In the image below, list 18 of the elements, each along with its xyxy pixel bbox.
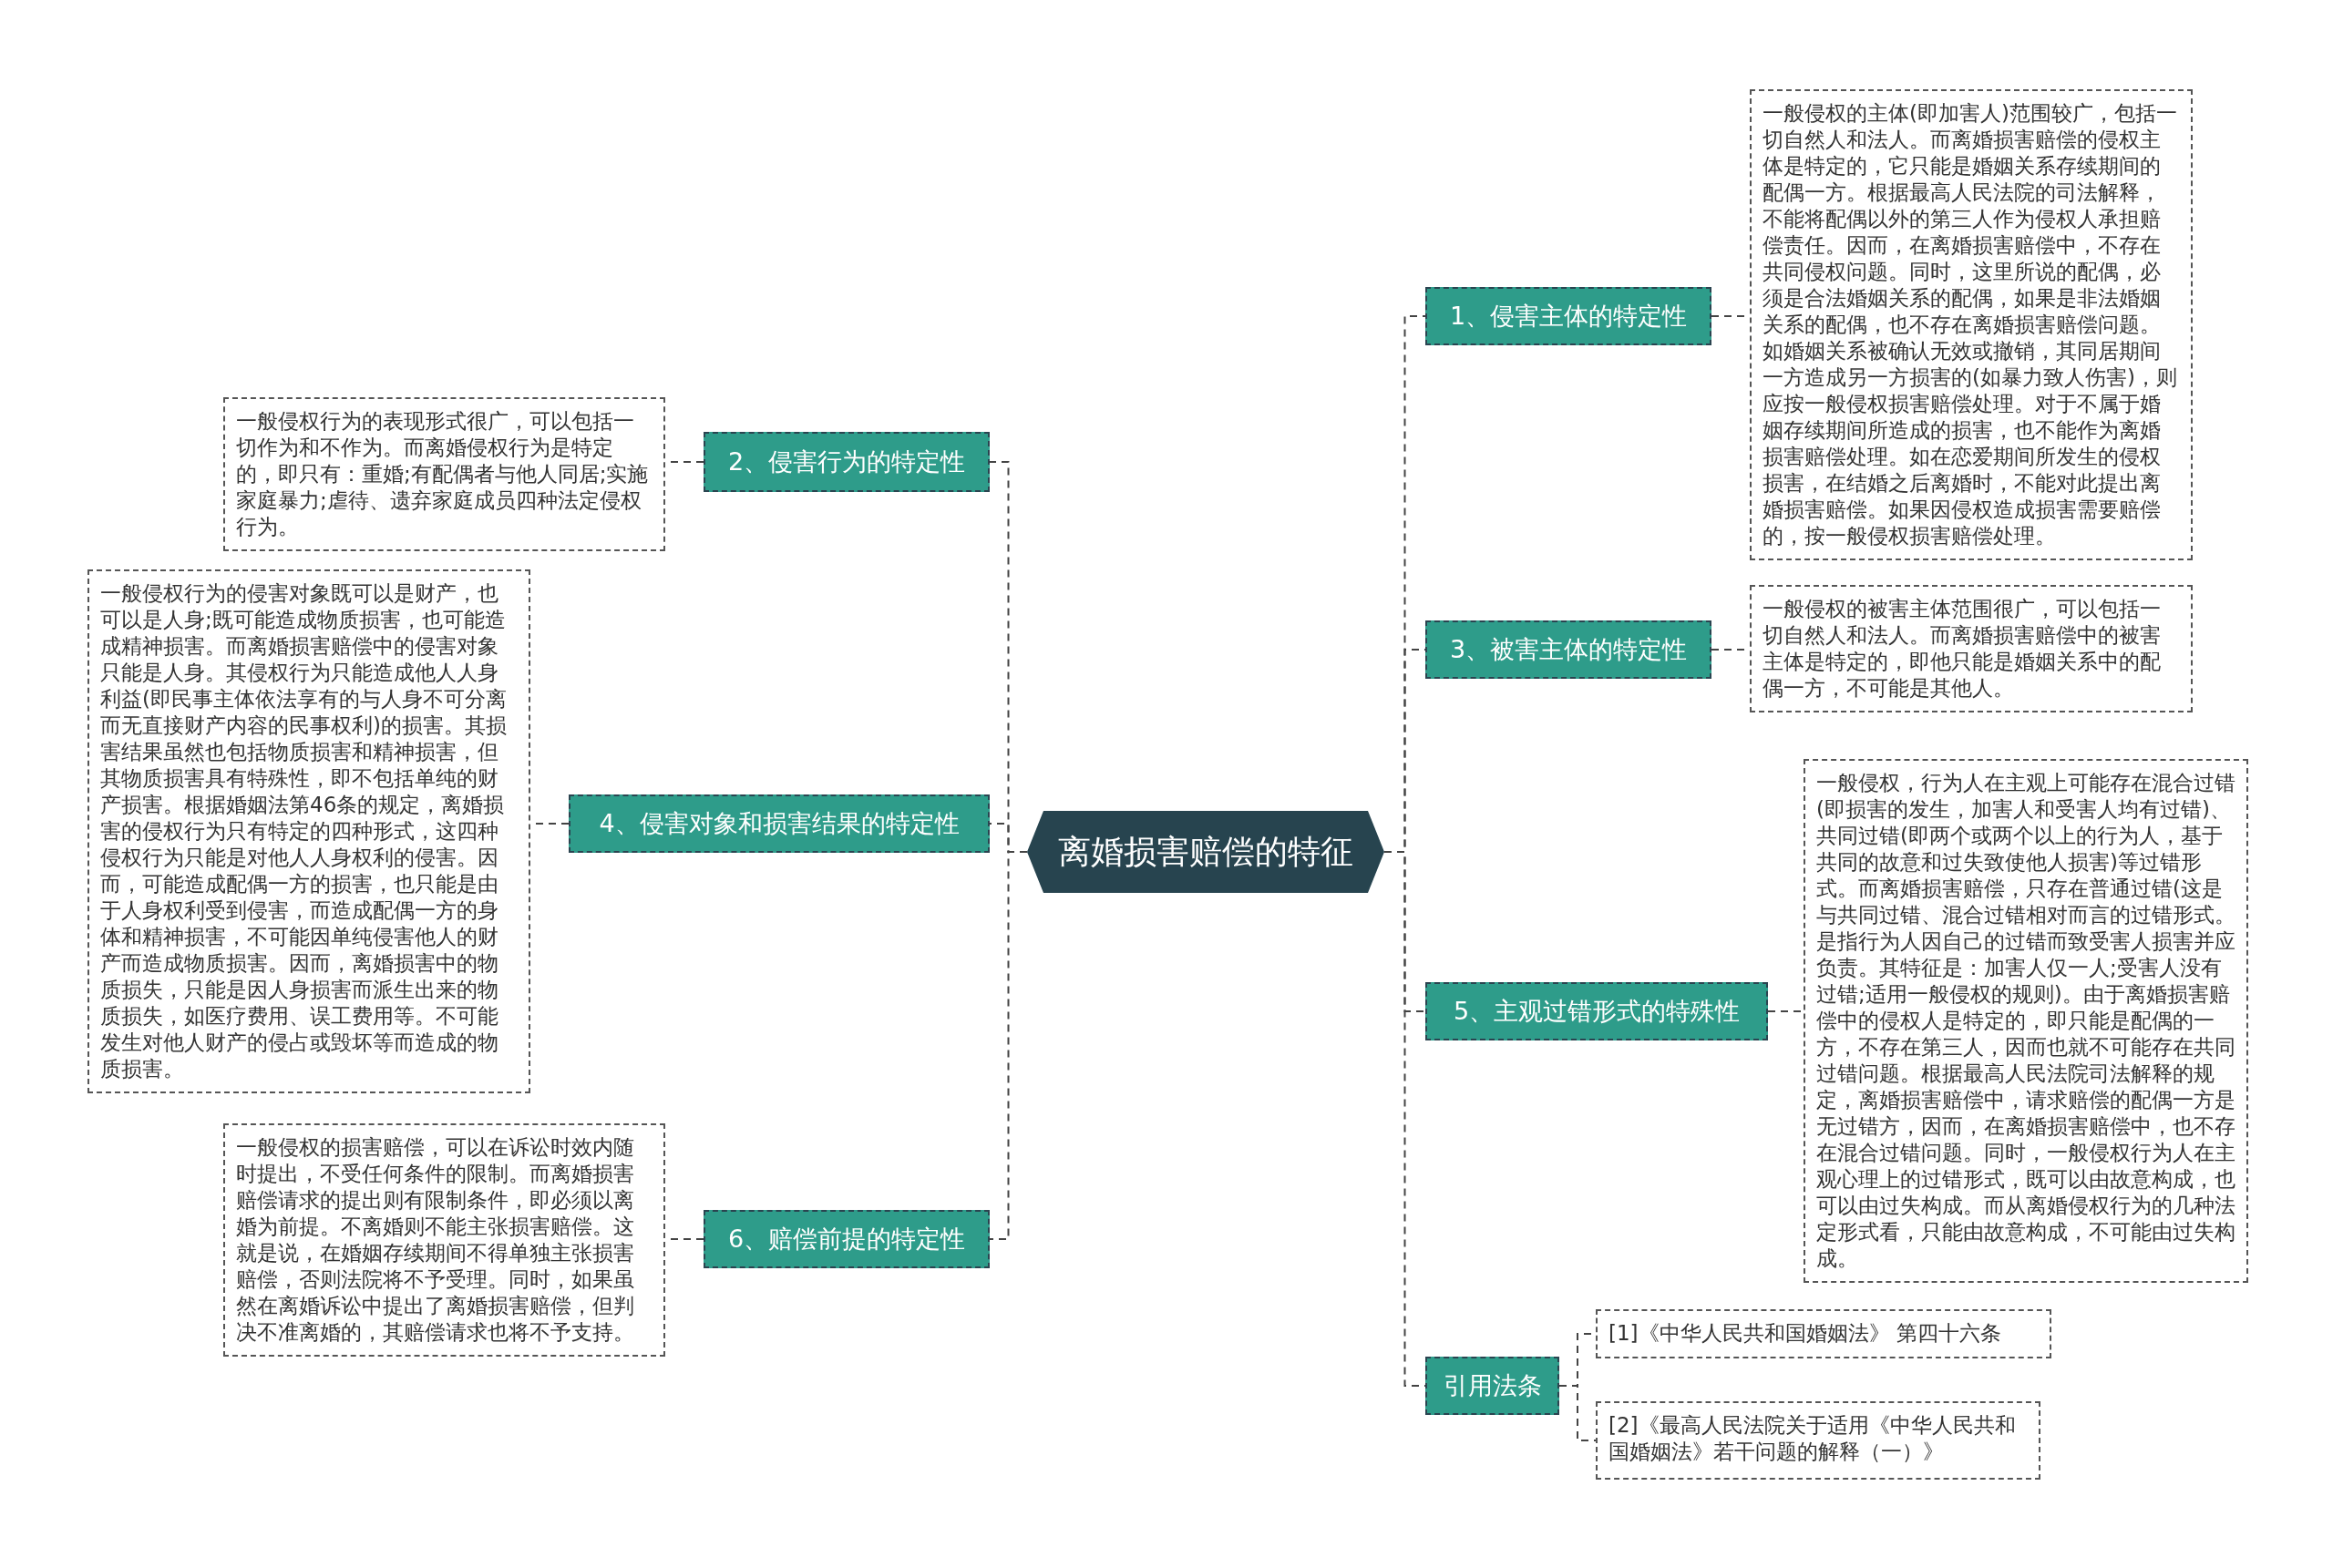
topic-box: 3、被害主体的特定性: [1425, 620, 1711, 679]
note-box: 一般侵权的损害赔偿，可以在诉讼时效内随时提出，不受任何条件的限制。而离婚损害赔偿请求的提出则有限制条件，即必须以离婚为前提。不离婚则不能主张损害赔偿。这就是说，在婚姻存续期间不得单独主张损害赔偿，否则法院将不予受理。同时，如果虽然在离婚诉讼中提出了离婚损害赔偿，但判决不准离婚的，其赔偿请求也将不予支持。: [223, 1123, 665, 1357]
note-box: 一般侵权的被害主体范围很广，可以包括一切自然人和法人。而离婚损害赔偿中的被害主体是特定的，即他只能是婚姻关系中的配偶一方，不可能是其他人。: [1750, 585, 2193, 712]
note-box: [1]《中华人民共和国婚姻法》 第四十六条: [1596, 1309, 2051, 1358]
note-box: 一般侵权，行为人在主观上可能存在混合过错(即损害的发生，加害人和受害人均有过错)、共同过错(即两个或两个以上的行为人，基于共同的故意和过失致使他人损害)等过错形式。而离婚损害赔偿，只存在普通过错(这是与共同过错、混合过错相对而言的过错形式。是指行为人因自己的过错而致受害人损害并应负责。其特征是：加害人仅一人;受害人没有过错;适用一般侵权的规则)。由于离婚损害赔偿中的侵权人是特定的，即只能是配偶的一方，不存在第三人，因而也就不可能存在共同过错问题。根据最高人民法院司法解释的规定，离婚损害赔偿中，请求赔偿的配偶一方是无过错方，因而，在离婚损害赔偿中，也不存在混合过错问题。同时，一般侵权行为人在主观心理上的过错形式，既可以由故意构成，也可以由过失构成。而从离婚侵权行为的几种法定形式看，只能由故意构成，不可能由过失构成。: [1804, 759, 2248, 1283]
topic-box: 6、赔偿前提的特定性: [704, 1210, 990, 1268]
note-box: 一般侵权行为的侵害对象既可以是财产，也可以是人身;既可能造成物质损害，也可能造成精神损害。而离婚损害赔偿中的侵害对象只能是人身。其侵权行为只能造成他人人身利益(即民事主体依法享有的与人身不可分离而无直接财产内容的民事权利)的损害。其损害结果虽然也包括物质损害和精神损害，但其物质损害具有特殊性，即不包括单纯的财产损害。根据婚姻法第46条的规定，离婚损害的侵权行为只有特定的四种形式，这四种侵权行为只能是对他人人身权利的侵害。因而，可能造成配偶一方的损害，也只能是由于人身权利受到侵害，而造成配偶一方的身体和精神损害，不可能因单纯侵害他人的财产而造成物质损害。因而，离婚损害中的物质损失，只能是因人身损害而派生出来的物质损失，如医疗费用、误工费用等。不可能发生对他人财产的侵占或毁坏等而造成的物质损害。: [87, 569, 530, 1093]
note-box: 一般侵权行为的表现形式很广，可以包括一切作为和不作为。而离婚侵权行为是特定的，即只有：重婚;有配偶者与他人同居;实施家庭暴力;虐待、遗弃家庭成员四种法定侵权行为。: [223, 397, 665, 551]
hexagon-node: [1027, 811, 1384, 893]
topic-box: 4、侵害对象和损害结果的特定性: [569, 794, 990, 853]
note-box: [2]《最高人民法院关于适用《中华人民共和国婚姻法》若干问题的解释（一）》: [1596, 1401, 2040, 1480]
topic-box: 1、侵害主体的特定性: [1425, 287, 1711, 345]
topic-text: 离婚损害赔偿的特征: [1058, 831, 1353, 872]
topic-box: 引用法条: [1425, 1357, 1559, 1415]
note-box: 一般侵权的主体(即加害人)范围较广，包括一切自然人和法人。而离婚损害赔偿的侵权主体是特定的，它只能是婚姻关系存续期间的配偶一方。根据最高人民法院的司法解释，不能将配偶以外的第三人作为侵权人承担赔偿责任。因而，在离婚损害赔偿中，不存在共同侵权问题。同时，这里所说的配偶，必须是合法婚姻关系的配偶，如果是非法婚姻关系的配偶，也不存在离婚损害赔偿问题。如婚姻关系被确认无效或撤销，其同居期间一方造成另一方损害的(如暴力致人伤害)，则应按一般侵权损害赔偿处理。对于不属于婚姻存续期间所造成的损害，也不能作为离婚损害赔偿处理。如在恋爱期间所发生的侵权损害，在结婚之后离婚时，不能对此提出离婚损害赔偿。如果因侵权造成损害需要赔偿的，按一般侵权损害赔偿处理。: [1750, 89, 2193, 560]
topic-box: 2、侵害行为的特定性: [704, 432, 990, 492]
topic-box: 5、主观过错形式的特殊性: [1425, 982, 1768, 1040]
connector-line: [1558, 1385, 1597, 1441]
